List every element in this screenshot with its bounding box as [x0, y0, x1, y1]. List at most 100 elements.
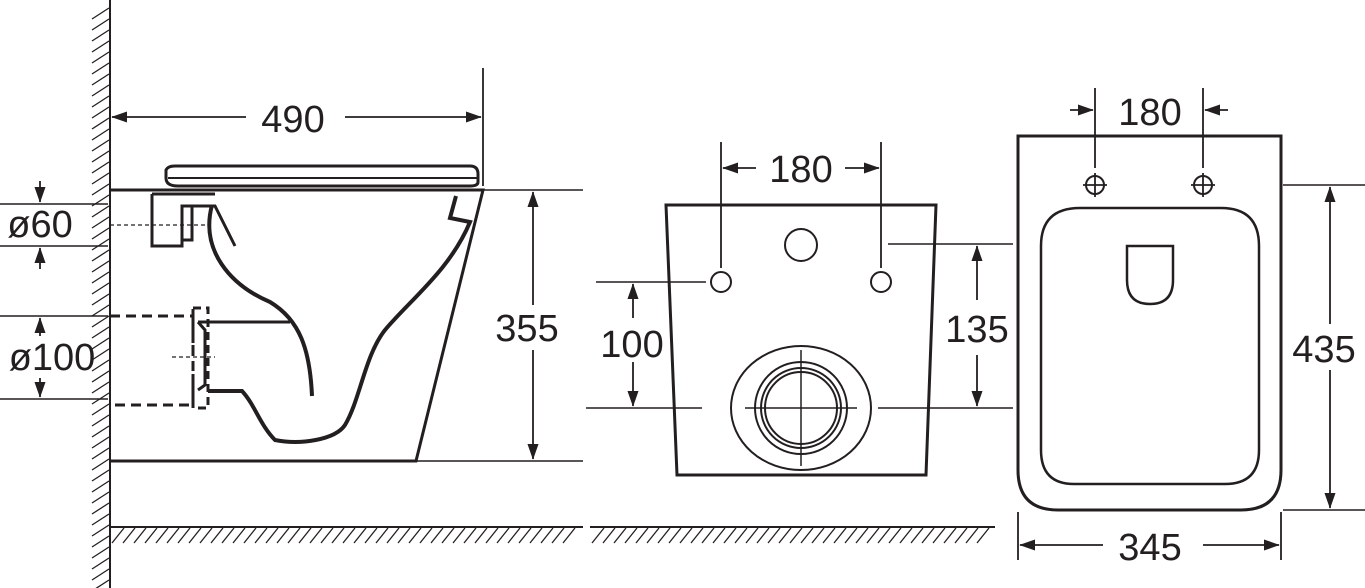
- rear-body: [664, 203, 938, 477]
- wall-hatch-line: [91, 150, 110, 163]
- wall-hatch-line: [91, 348, 110, 361]
- floor-hatch-line: [518, 527, 532, 544]
- floor-hatch-line: [646, 527, 660, 544]
- floor: [110, 526, 995, 544]
- floor-hatch-line: [965, 527, 979, 544]
- floor-hatch-line: [701, 527, 715, 544]
- floor-hatch-line: [602, 527, 616, 544]
- wall-hatch-line: [91, 337, 110, 350]
- wall-hatch-line: [91, 469, 110, 482]
- seat: [164, 164, 480, 188]
- top-dimensions: 180 435 345: [1017, 88, 1365, 569]
- wall-hatch-line: [91, 403, 110, 416]
- floor-hatch-line: [221, 527, 235, 544]
- outlet-opening: [730, 345, 872, 471]
- floor-hatch-line: [954, 527, 968, 544]
- floor-hatch-line: [199, 527, 213, 544]
- wall: [91, 0, 111, 588]
- wall-hatch-line: [91, 425, 110, 438]
- top-body: [1016, 134, 1283, 512]
- floor-hatch-line: [419, 527, 433, 544]
- wall-hatch-line: [91, 304, 110, 317]
- rear-outlet-height-label: 135: [945, 309, 1008, 351]
- floor-hatch-line: [910, 527, 924, 544]
- wall-hatch-line: [91, 216, 110, 229]
- wall-hatch-line: [91, 183, 110, 196]
- floor-hatch-line: [265, 527, 279, 544]
- floor-hatch-line: [745, 527, 759, 544]
- floor-hatch-line: [668, 527, 682, 544]
- top-bolt-right: [1191, 173, 1215, 197]
- bowl-body: [110, 188, 485, 463]
- depth-490-label: 490: [261, 99, 324, 141]
- wall-hatch-line: [91, 557, 110, 570]
- floor-hatch-line: [144, 527, 158, 544]
- floor-hatch-line: [635, 527, 649, 544]
- floor-hatch-line: [690, 527, 704, 544]
- floor-hatch-line: [353, 527, 367, 544]
- wall-hatch-line: [91, 271, 110, 284]
- floor-hatch-line: [474, 527, 488, 544]
- floor-hatch-line: [320, 527, 334, 544]
- wall-hatch-line: [91, 139, 110, 152]
- floor-hatch-line: [789, 527, 803, 544]
- inlet-fitting: [150, 192, 237, 248]
- floor-hatch-line: [888, 527, 902, 544]
- wall-hatch-line: [91, 381, 110, 394]
- wall-hatch-line: [91, 513, 110, 526]
- floor-hatch-line: [921, 527, 935, 544]
- floor-hatch-line: [855, 527, 869, 544]
- wall-hatch-line: [91, 128, 110, 141]
- wall-hatch-line: [91, 524, 110, 537]
- floor-hatch-line: [496, 527, 510, 544]
- wall-hatch-line: [91, 315, 110, 328]
- floor-hatch-line: [613, 527, 627, 544]
- wall-hatch-line: [91, 117, 110, 130]
- wall-hatch-line: [91, 260, 110, 273]
- inlet-diameter-label: ø60: [7, 204, 72, 246]
- floor-hatch-line: [540, 527, 554, 544]
- floor-hatch-line: [529, 527, 543, 544]
- wall-hatch-line: [91, 535, 110, 548]
- top-view: [1016, 134, 1283, 512]
- floor-hatch-line: [166, 527, 180, 544]
- floor-hatch-line: [591, 527, 605, 544]
- floor-hatch-line: [155, 527, 169, 544]
- floor-hatch-line: [331, 527, 345, 544]
- floor-hatch-line: [800, 527, 814, 544]
- floor-hatch-line: [976, 527, 990, 544]
- floor-hatch-line: [723, 527, 737, 544]
- wall-hatch-line: [91, 84, 110, 97]
- floor-hatch-line: [309, 527, 323, 544]
- floor-hatch-line: [932, 527, 946, 544]
- floor-hatch-line: [877, 527, 891, 544]
- floor-hatch-line: [210, 527, 224, 544]
- wall-hatch-line: [91, 447, 110, 460]
- floor-hatch-line: [111, 527, 125, 544]
- wall-hatch-line: [91, 546, 110, 559]
- wall-hatch-line: [91, 95, 110, 108]
- floor-hatch-line: [679, 527, 693, 544]
- floor-hatch-line: [485, 527, 499, 544]
- floor-hatch-line: [507, 527, 521, 544]
- wall-hatch-line: [91, 480, 110, 493]
- floor-hatch-line: [756, 527, 770, 544]
- floor-hatch-line: [397, 527, 411, 544]
- floor-hatch-line: [287, 527, 301, 544]
- floor-hatch-line: [243, 527, 257, 544]
- floor-hatch-line: [833, 527, 847, 544]
- floor-hatch-line: [562, 527, 576, 544]
- floor-hatch-line: [712, 527, 726, 544]
- floor-hatch-line: [254, 527, 268, 544]
- side-dimensions: 490 355 ø60 ø100: [0, 68, 583, 462]
- floor-hatch-line: [375, 527, 389, 544]
- bolt-hole-right: [870, 271, 892, 293]
- outlet-pipe: [110, 314, 195, 407]
- trapway-upper: [207, 204, 314, 397]
- floor-hatch-line: [811, 527, 825, 544]
- floor-hatch-line: [298, 527, 312, 544]
- wall-hatch-line: [91, 40, 110, 53]
- floor-hatch-line: [734, 527, 748, 544]
- floor-hatch-line: [342, 527, 356, 544]
- floor-hatch-line: [844, 527, 858, 544]
